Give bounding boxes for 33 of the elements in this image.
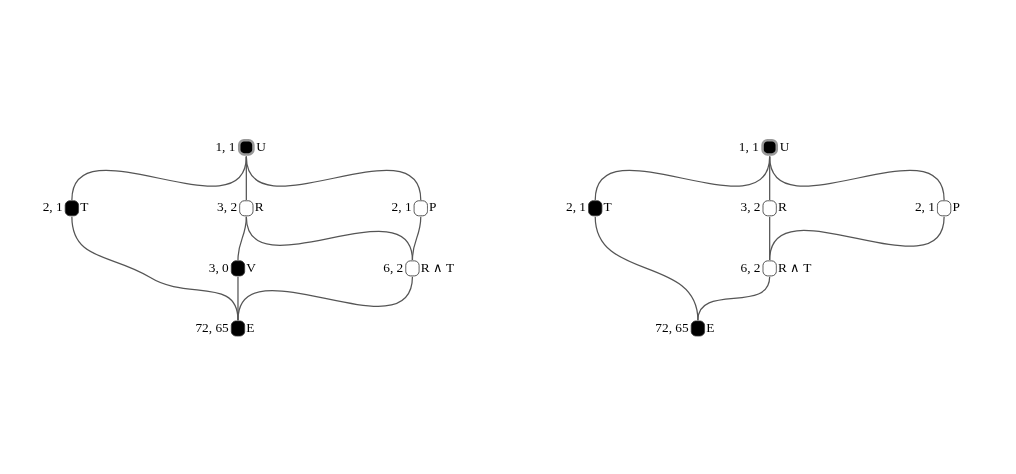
node-label: 2, 1 xyxy=(391,198,412,214)
node-label: 2, 1 xyxy=(566,198,587,214)
node-label: R ∧ T xyxy=(778,259,812,275)
node-label: 1, 1 xyxy=(738,138,759,154)
node-label: 3, 2 xyxy=(217,198,238,214)
node-label: U xyxy=(779,138,790,154)
node-label: E xyxy=(246,319,255,335)
node-label: 6, 2 xyxy=(740,259,761,275)
node-label: T xyxy=(80,198,89,214)
node-label: R ∧ T xyxy=(420,259,455,275)
node-label: P xyxy=(429,198,437,214)
node-label: 1, 1 xyxy=(215,138,236,154)
connector xyxy=(769,155,945,201)
connector xyxy=(697,275,771,321)
node-label: R xyxy=(254,198,264,214)
connector xyxy=(769,215,945,261)
node-label: 6, 2 xyxy=(383,259,404,275)
node-label: 72, 65 xyxy=(195,319,229,335)
node-label: 72, 65 xyxy=(655,319,689,335)
node-label: E xyxy=(706,319,715,335)
connector xyxy=(245,155,422,201)
node-label: 2, 1 xyxy=(42,198,63,214)
node-label: 3, 0 xyxy=(208,259,229,275)
node-label: 2, 1 xyxy=(914,198,935,214)
node-label: 3, 2 xyxy=(740,198,761,214)
node-label: P xyxy=(952,198,960,214)
connector xyxy=(411,215,422,261)
connector xyxy=(594,215,699,321)
node-label: U xyxy=(256,138,266,154)
node-label: V xyxy=(246,259,256,275)
node-label: T xyxy=(603,198,612,214)
node-label: R xyxy=(778,198,787,214)
connector xyxy=(237,275,414,321)
